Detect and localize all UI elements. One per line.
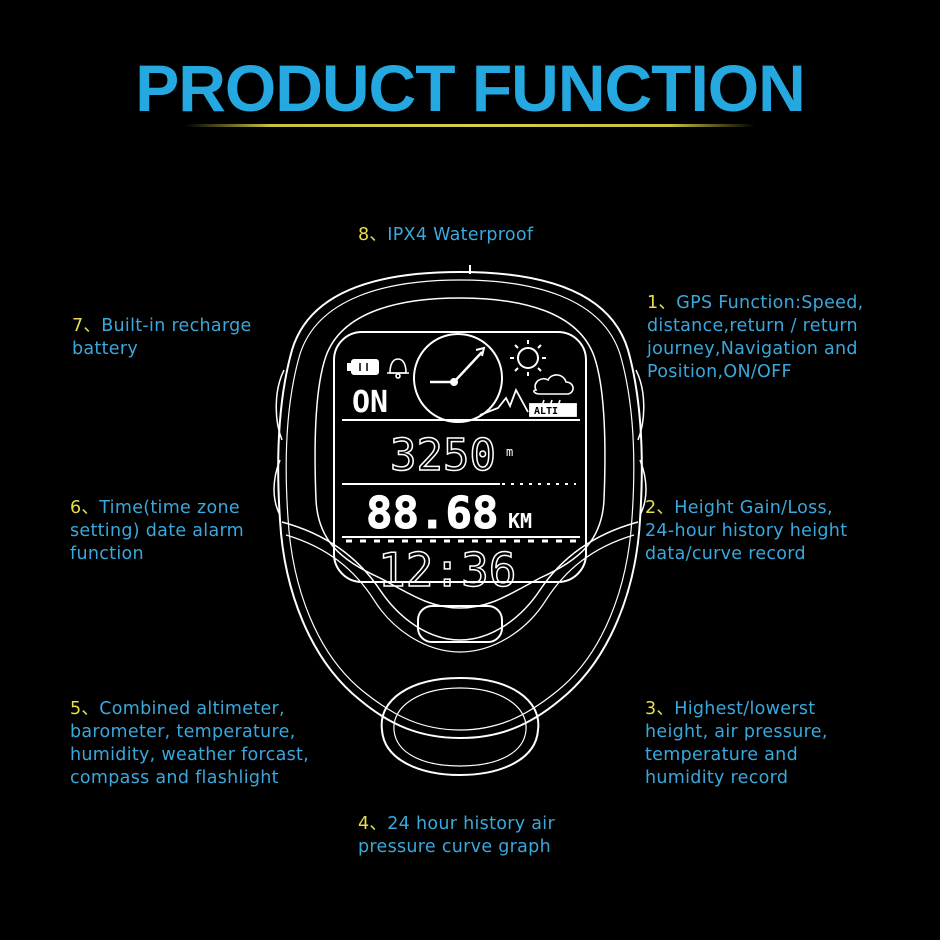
lcd-screen [333,331,587,583]
device-bezel [314,297,606,609]
device-outer-shell [277,270,643,740]
distance-unit: KM [508,509,532,533]
feature-3-records: 3、Highest/lowerst height, air pressure, … [645,699,828,788]
time-value: 12:36 [378,543,516,597]
device-illustration: ON ALTI 3250 m 88.68 KM 12:36 [270,260,650,784]
feature-1-gps: 1、GPS Function:Speed, distance,return / … [647,293,864,382]
feature-4-pressure-graph: 4、24 hour history air pressure curve gra… [358,814,555,857]
feature-6-time-alarm: 6、Time(time zone setting) date alarm fun… [70,498,245,564]
altitude-value: 3250 [390,430,496,481]
page-title: PRODUCT FUNCTION [135,51,806,125]
sun-icon [510,340,546,376]
svg-text:ALTI: ALTI [534,406,558,417]
flashlight-lug [380,676,540,777]
feature-8-waterproof: 8、IPX4 Waterproof [358,225,534,245]
battery-icon [347,359,379,375]
feature-2-height-gain: 2、Height Gain/Loss, 24-hour history heig… [645,498,848,564]
feature-7-battery: 7、Built-in recharge battery [72,316,252,359]
center-button [417,605,503,643]
compass-icon [413,333,503,423]
title-underline [185,124,755,127]
distance-value: 88.68 [366,488,498,539]
cloud-rain-icon [533,374,574,407]
feature-5-combined-sensors: 5、Combined altimeter, barometer, tempera… [70,699,310,788]
altitude-mountain-icon: ALTI [479,387,577,417]
altitude-unit: m [506,445,513,459]
status-text: ON [352,385,388,420]
alarm-bell-icon [387,358,409,379]
